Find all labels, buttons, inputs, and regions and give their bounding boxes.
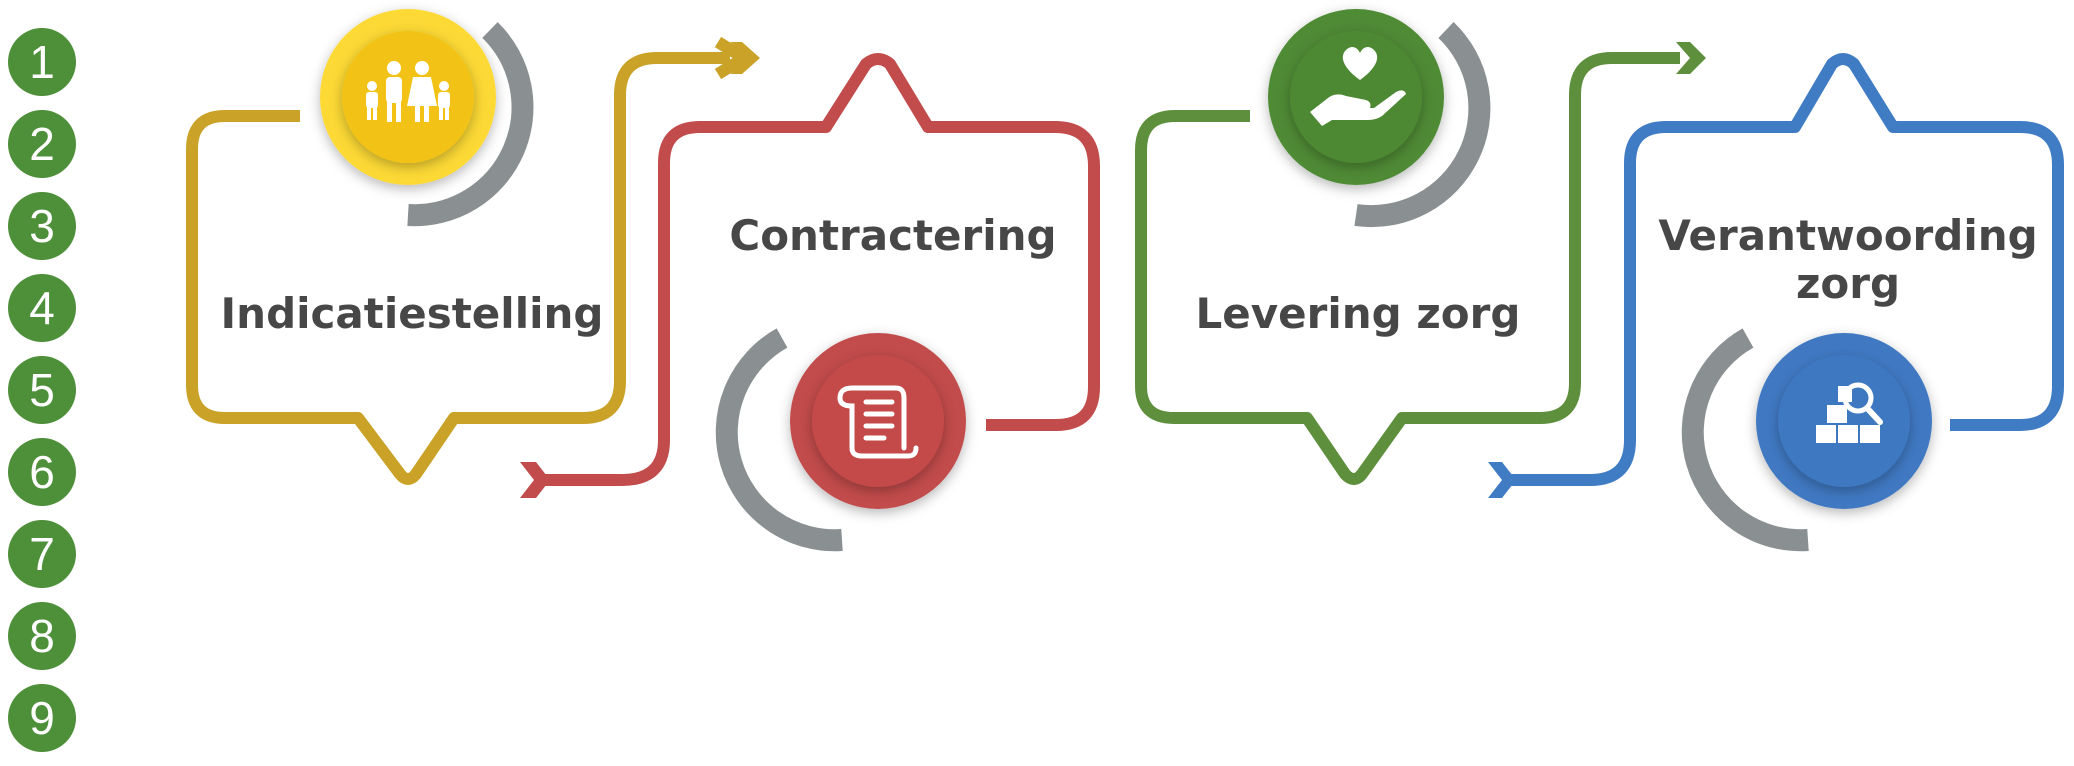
step-1-title: Indicatiestelling [220,289,604,338]
number-badge-1: 1 [8,28,76,96]
number-badge-2: 2 [8,110,76,178]
number-badge-6: 6 [8,438,76,506]
step-4-outline [1488,53,2064,498]
step-4-title-line-1: Verantwoording [1658,211,2038,260]
number-badge-5: 5 [8,356,76,424]
number-badge-4: 4 [8,274,76,342]
step-3-outline [1135,42,1706,485]
number-badge-9: 9 [8,684,76,752]
step-2-icon-badge [715,328,966,552]
number-badge-7: 7 [8,520,76,588]
step-4-icon-badge [1681,328,1932,552]
step-3-title: Levering zorg [1195,289,1521,338]
heart-in-hand-icon [1310,46,1406,126]
boxes-search-icon [1816,382,1883,443]
step-2-title: Contractering [729,211,1057,260]
family-icon [366,61,450,122]
step-1-outline [186,36,760,485]
step-4-title-line-2: zorg [1795,259,1901,308]
number-badge-3: 3 [8,192,76,260]
step-3-icon-badge [1268,9,1491,228]
scroll-icon [837,385,919,459]
step-1-icon-badge [320,9,534,227]
step-2-outline [520,53,1100,498]
number-badge-8: 8 [8,602,76,670]
step-4-title: Verantwoording zorg [1648,212,2048,308]
number-list: 1 2 3 4 5 6 7 8 9 [8,28,80,766]
